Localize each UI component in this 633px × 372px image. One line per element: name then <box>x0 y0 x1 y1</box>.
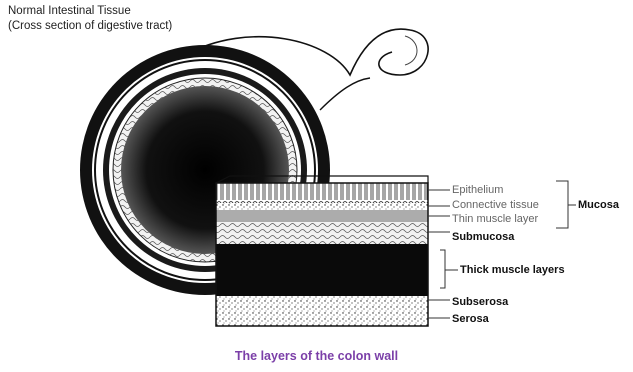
label-connective-tissue: Connective tissue <box>452 199 539 211</box>
label-thin-muscle-layer: Thin muscle layer <box>452 213 538 225</box>
label-subserosa: Subserosa <box>452 296 508 308</box>
label-submucosa: Submucosa <box>452 231 514 243</box>
label-epithelium: Epithelium <box>452 184 503 196</box>
wall-block <box>216 176 428 326</box>
figure-title: Normal Intestinal Tissue <box>8 4 131 18</box>
label-thick-muscle-layers: Thick muscle layers <box>460 264 565 276</box>
label-mucosa: Mucosa <box>578 199 619 211</box>
label-serosa: Serosa <box>452 313 489 325</box>
figure-caption: The layers of the colon wall <box>0 349 633 363</box>
figure-subtitle: (Cross section of digestive tract) <box>8 19 172 33</box>
